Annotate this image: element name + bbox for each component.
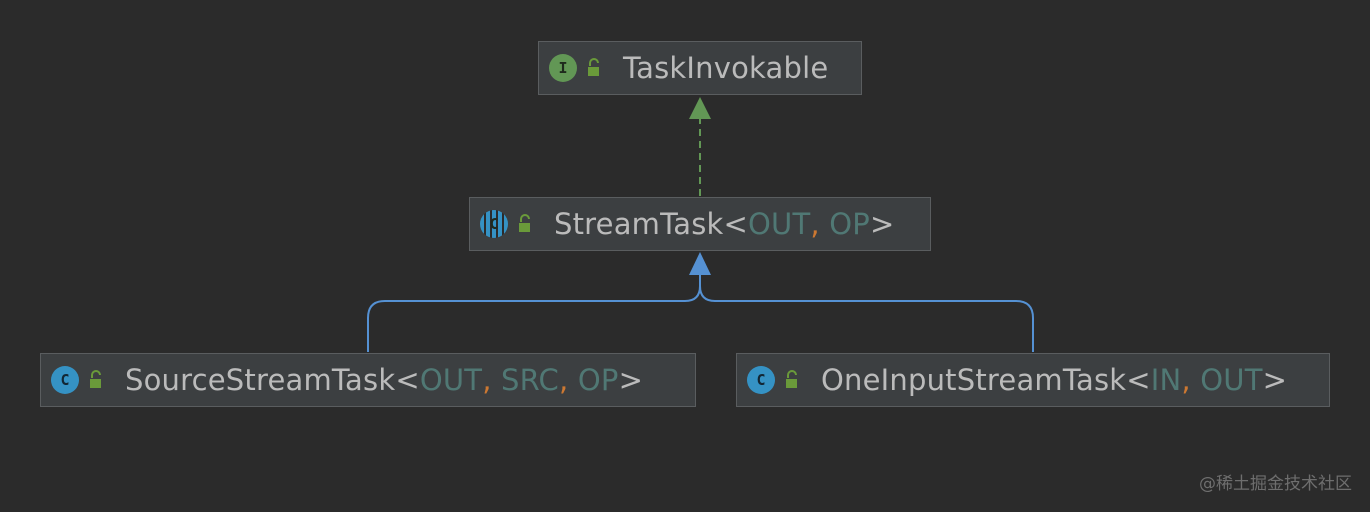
type-param: SRC [501, 363, 560, 397]
extends-arrowhead [689, 252, 711, 275]
unlocked-icon [588, 58, 599, 76]
node-label: StreamTask<OUT, OP> [554, 207, 894, 241]
class-name: StreamTask [554, 207, 724, 241]
node-label: SourceStreamTask<OUT, SRC, OP> [125, 363, 643, 397]
node-source-stream-task[interactable]: C SourceStreamTask<OUT, SRC, OP> [40, 353, 696, 407]
abstract-class-icon: C [480, 210, 508, 238]
generic-close: > [618, 363, 644, 397]
generic-close: > [1262, 363, 1288, 397]
extends-edge-one-input [699, 285, 1034, 352]
type-sep: , [810, 207, 820, 241]
type-sep: , [482, 363, 492, 397]
type-param: OUT [748, 207, 811, 241]
generic-close: > [869, 207, 895, 241]
class-icon: C [51, 366, 79, 394]
unlocked-icon [786, 370, 797, 388]
watermark: @稀土掘金技术社区 [1199, 474, 1352, 494]
node-stream-task[interactable]: C StreamTask<OUT, OP> [469, 197, 931, 251]
unlocked-icon [90, 370, 101, 388]
class-icon: C [747, 366, 775, 394]
generic-open: < [1126, 363, 1151, 397]
interface-icon: I [549, 54, 577, 82]
generic-open: < [395, 363, 420, 397]
implements-arrowhead [689, 97, 711, 119]
type-param: OP [829, 207, 870, 241]
node-one-input-stream-task[interactable]: C OneInputStreamTask<IN, OUT> [736, 353, 1330, 407]
class-name: OneInputStreamTask [821, 363, 1127, 397]
extends-edge-source [367, 275, 701, 352]
node-label: TaskInvokable [623, 51, 829, 85]
generic-open: < [723, 207, 749, 241]
type-sep: , [1181, 363, 1191, 397]
type-param: IN [1150, 363, 1182, 397]
node-label: OneInputStreamTask<IN, OUT> [821, 363, 1287, 397]
type-param: OUT [419, 363, 483, 397]
type-param: OP [577, 363, 619, 397]
type-sep: , [559, 363, 569, 397]
type-param: OUT [1200, 363, 1263, 397]
node-task-invokable[interactable]: I TaskInvokable [538, 41, 862, 95]
unlocked-icon [519, 214, 530, 232]
class-name: SourceStreamTask [125, 363, 396, 397]
